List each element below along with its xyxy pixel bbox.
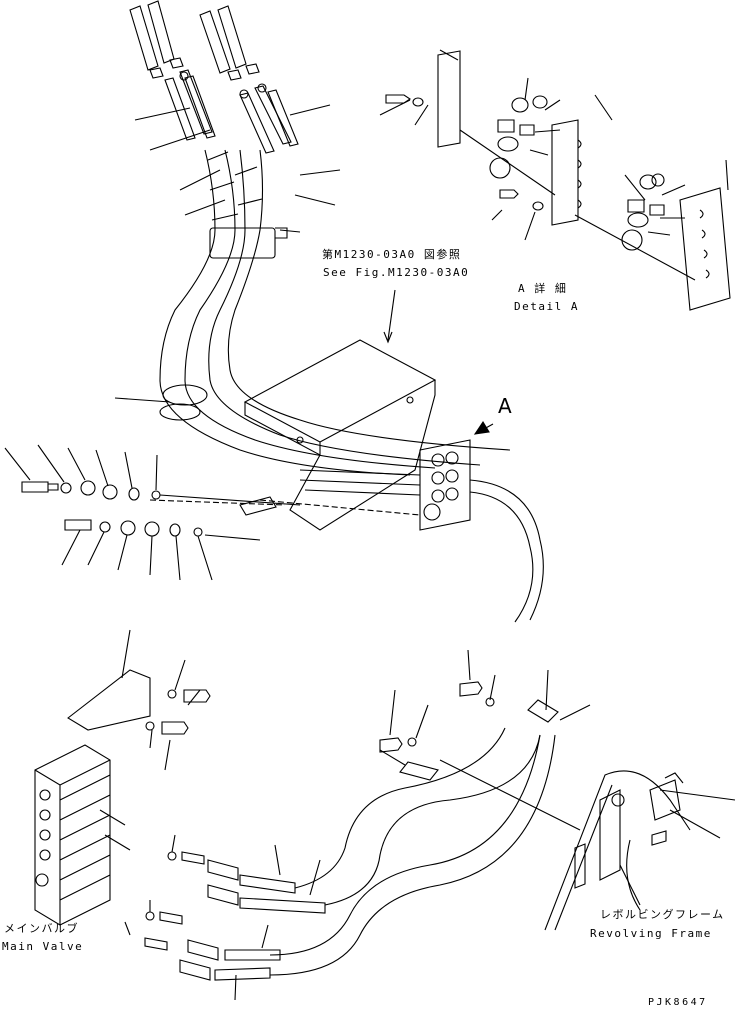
hose-fittings-bottom (125, 835, 325, 1000)
main-valve-label-english: Main Valve (2, 940, 84, 953)
hose-routing-bottom (270, 650, 590, 975)
detail-a-label-japanese: A 詳 細 (518, 282, 568, 295)
cover-bracket (245, 290, 435, 530)
view-arrow-a-label: A (498, 394, 512, 418)
leader-lines-top-left (135, 105, 340, 232)
hose-fittings-top (130, 1, 298, 153)
hose-clip (115, 385, 207, 420)
hose-routing-center (150, 470, 543, 622)
hose-clamp-block (420, 422, 493, 530)
fastener-set-left (5, 445, 300, 580)
detail-a-parts (380, 50, 730, 310)
main-valve-label-japanese: メインバルブ (4, 922, 79, 935)
main-valve (35, 745, 130, 925)
see-figure-label-japanese: 第M1230-03A0 図参照 (322, 248, 462, 261)
hose-bundle-upper (160, 150, 510, 475)
detail-a-label-english: Detail A (514, 300, 579, 313)
revolving-frame-label-english: Revolving Frame (590, 927, 712, 940)
see-figure-label-english: See Fig.M1230-03A0 (323, 266, 470, 279)
revolving-frame-label-japanese: レボルビングフレーム (600, 908, 725, 921)
valve-mount-bracket (68, 630, 210, 770)
drawing-code-label: PJK8647 (648, 997, 708, 1008)
revolving-frame (545, 771, 735, 930)
